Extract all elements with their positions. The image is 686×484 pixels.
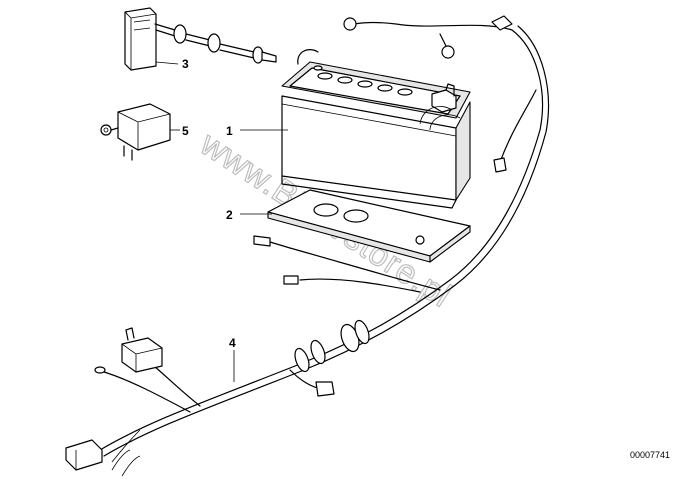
part-5-relay[interactable] — [100, 103, 171, 161]
leader-lines — [155, 61, 288, 382]
part-3-cable[interactable] — [124, 7, 277, 71]
callout-1: 1 — [226, 124, 233, 138]
callout-4: 4 — [229, 336, 236, 350]
document-number: 00007741 — [630, 450, 670, 460]
callout-2: 2 — [226, 208, 233, 222]
part-2-battery-tray[interactable] — [267, 189, 471, 263]
part-1-battery[interactable] — [281, 49, 471, 209]
callout-3: 3 — [182, 57, 189, 71]
callout-5: 5 — [182, 124, 189, 138]
part-4-wiring-harness[interactable] — [65, 15, 550, 477]
